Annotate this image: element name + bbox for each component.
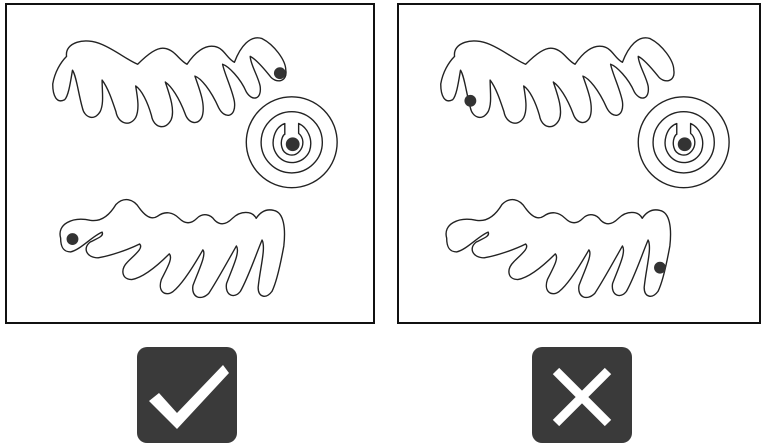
incorrect-example-diagram xyxy=(440,37,730,299)
bottom-serpentine-shape xyxy=(445,198,672,299)
correct-example-panel xyxy=(5,3,375,324)
correct-badge xyxy=(137,347,237,443)
incorrect-badge xyxy=(532,347,632,443)
bottom-serpentine-shape xyxy=(59,198,286,299)
incorrect-example-panel xyxy=(397,3,761,324)
center-dot xyxy=(677,137,692,152)
top-serpentine-shape xyxy=(440,37,675,128)
inner-end-dot-bottom xyxy=(66,233,79,245)
inner-end-dot xyxy=(273,67,286,80)
cross-icon xyxy=(532,347,632,443)
outer-end-dot-bottom xyxy=(654,261,666,274)
spiral-ring-inner xyxy=(664,122,704,164)
checkmark-icon xyxy=(137,347,237,443)
top-serpentine-shape xyxy=(52,37,287,128)
center-dot xyxy=(285,137,300,152)
correct-example-diagram xyxy=(52,37,338,299)
spiral-ring-inner xyxy=(272,122,312,164)
outer-end-dot xyxy=(464,94,477,107)
